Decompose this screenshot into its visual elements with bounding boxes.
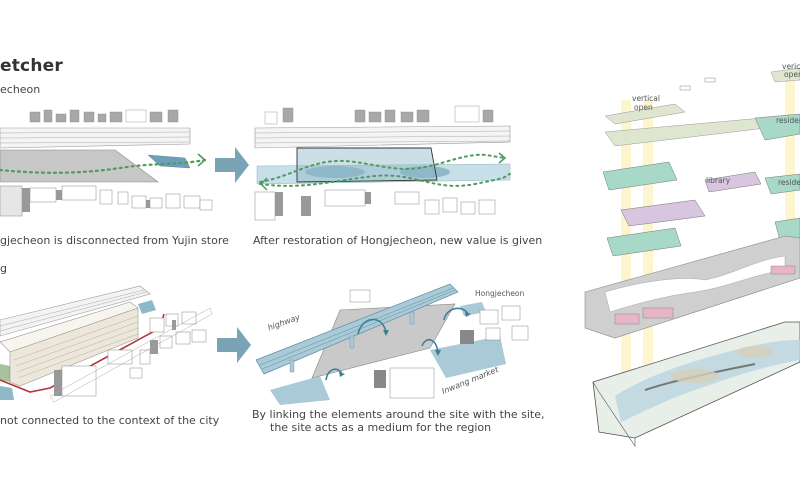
caption-linked-site-line2: the site acts as a medium for the region — [270, 421, 492, 434]
section-heading-restoration: echeon — [0, 83, 41, 96]
label-vertical-open-left-2: open — [634, 103, 653, 112]
roof-plate-left — [604, 103, 686, 125]
label-vertical-open-right-2: open — [784, 70, 800, 79]
label-hongjecheon: Hongjecheon — [475, 289, 525, 298]
right-arrow-icon — [217, 327, 251, 363]
caption-disconnected-context: not connected to the context of the city — [0, 414, 220, 427]
panel-after-restoration — [254, 105, 511, 221]
diagram-title: etcher — [0, 56, 63, 76]
label-residence-upper: residen — [776, 116, 800, 125]
covered-stream-plaza — [0, 149, 159, 183]
panel-disconnected-context — [0, 285, 213, 403]
panel-before-restoration — [0, 109, 213, 217]
caption-before-restoration: gjecheon is disconnected from Yujin stor… — [0, 234, 229, 247]
panel-linked-site — [255, 283, 529, 405]
label-vertical-open-left-1: vertical — [632, 94, 660, 103]
connection-path-upper — [259, 153, 506, 183]
buildings-surrounding — [349, 289, 529, 399]
caption-after-restoration: After restoration of Hongjecheon, new va… — [253, 234, 543, 247]
level-3-plate — [604, 115, 800, 147]
link-arrows — [325, 307, 469, 381]
level-1-library — [620, 199, 706, 227]
label-vertical-open-right-1: verica — [782, 62, 800, 71]
stream-link — [270, 376, 330, 405]
disconnected-path — [0, 158, 207, 174]
buildings-south — [254, 189, 496, 221]
right-arrow-icon — [215, 147, 249, 183]
exploded-axonometric — [584, 67, 800, 447]
buildings-north — [29, 109, 179, 123]
level-2-library — [704, 171, 762, 193]
section-heading-linking: g — [0, 262, 7, 275]
label-library: library — [706, 176, 731, 185]
roof-plate-right — [770, 67, 800, 83]
highway — [255, 283, 459, 375]
water-outlet — [147, 154, 191, 169]
buildings-north — [264, 105, 494, 125]
caption-linked-site-line1: By linking the elements around the site … — [252, 408, 545, 421]
connection-path-lower — [259, 173, 511, 187]
market-link — [430, 336, 506, 378]
label-residence-lower: residen — [778, 178, 800, 187]
level-1-residence — [606, 227, 682, 257]
level-2-residence-left — [602, 161, 678, 191]
buildings-south — [0, 185, 213, 217]
